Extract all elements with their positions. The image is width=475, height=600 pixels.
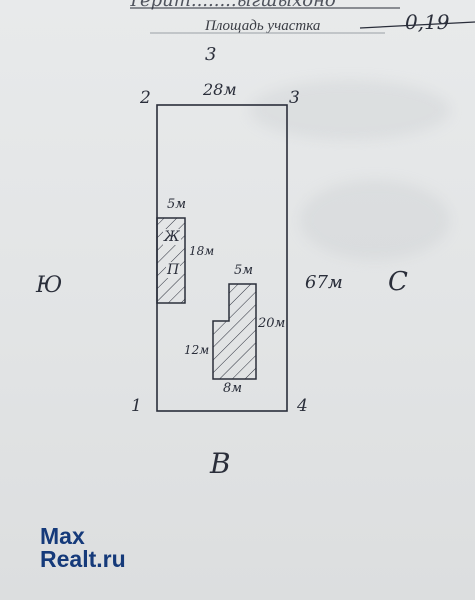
watermark-line2: Realt.ru [40,546,126,572]
house-width-label: 5м [167,197,187,212]
corner-2-label: 2 [140,88,151,108]
outbuilding-top-label: 5м [234,263,254,278]
direction-west: Ю [36,273,63,298]
direction-south: В [210,447,231,480]
top-dimension: 28м [203,80,237,99]
direction-east: С [388,267,408,297]
paper-stain [300,180,450,260]
right-dimension: 67м [305,272,343,293]
corner-4-label: 4 [297,396,308,416]
maxrealt-watermark: Max Realt.ru [40,525,126,571]
paper-stain [250,80,450,140]
house-label-2: П [166,262,181,278]
outbuilding-left-label: 12м [184,343,210,357]
corner-3-label: 3 [289,88,300,108]
corner-1-label: 1 [131,396,142,416]
watermark-line1: Max [40,523,85,549]
north-edge-number: 3 [205,44,217,65]
top-handwriting: Терит........ыгшыхоно [128,0,336,11]
underline-stroke [359,21,475,29]
outbuilding [212,283,257,380]
house-label-1: Ж [163,229,181,245]
area-value: 0,19 [405,10,450,34]
outbuilding-bottom-label: 8м [223,381,243,396]
area-label: Площадь участка [205,18,321,34]
house-length-label: 18м [189,244,215,258]
outbuilding-right-label: 20м [258,316,286,331]
